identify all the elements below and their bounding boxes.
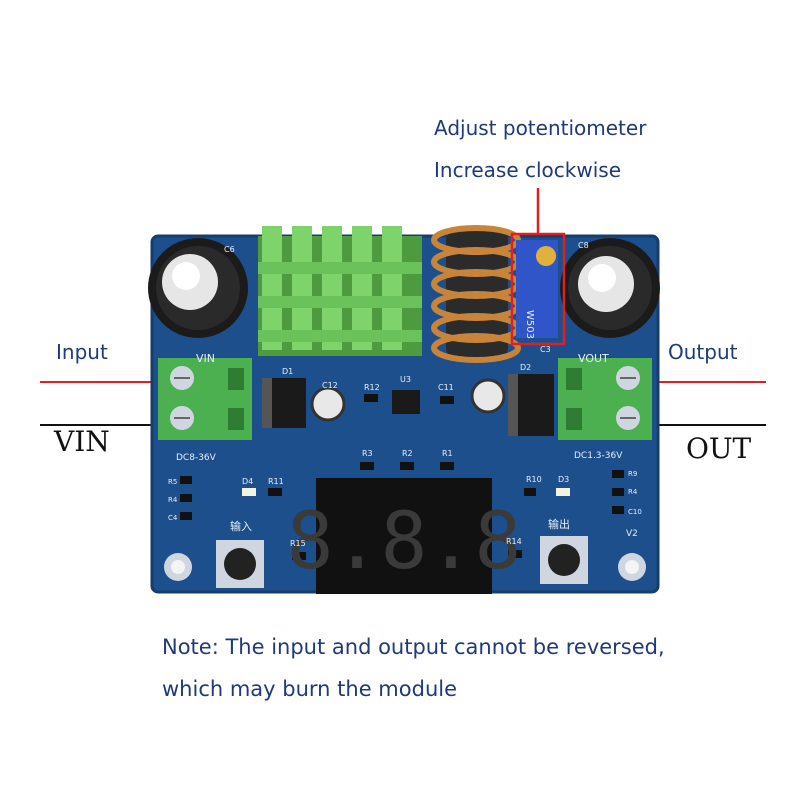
silk-c8: C8	[578, 241, 589, 250]
input-button	[216, 540, 264, 588]
silk-d1: D1	[282, 367, 293, 376]
silk-u3: U3	[400, 375, 411, 384]
silk-v2: V2	[626, 529, 638, 539]
regulator-u3	[392, 390, 420, 414]
output-button	[540, 536, 588, 584]
capacitor-c11	[470, 378, 506, 414]
heatsink	[258, 226, 422, 356]
silk-btn-in: 输入	[230, 519, 252, 533]
diode-d2	[508, 374, 554, 436]
silk-r14: R14	[506, 537, 522, 546]
increase-clockwise-label: Increase clockwise	[434, 158, 622, 182]
silk-c10: C10	[628, 508, 642, 516]
input-terminal	[158, 358, 252, 440]
output-label: Output	[668, 340, 738, 364]
silk-r10: R10	[526, 475, 542, 484]
capacitor-c8	[560, 238, 660, 338]
silk-r6: R4	[628, 488, 638, 496]
capacitor-c12	[310, 386, 346, 422]
smd-parts	[180, 394, 624, 560]
silk-r12: R12	[364, 383, 380, 392]
silk-c12: C12	[322, 381, 338, 390]
mounting-hole-bottom-right	[618, 553, 646, 581]
out-label: OUT	[686, 432, 752, 465]
vin-label: VIN	[54, 425, 110, 458]
silk-c4: C4	[168, 514, 178, 522]
silk-d3: D3	[558, 475, 569, 484]
silk-r9: R9	[628, 470, 637, 478]
silk-r1: R1	[442, 449, 453, 458]
silk-r15: R15	[290, 539, 306, 548]
potentiometer: W503	[516, 240, 558, 339]
silk-c6: C6	[224, 245, 235, 254]
silk-in-range: DC8-36V	[176, 453, 217, 463]
display-digits: 8.8.8	[287, 497, 522, 587]
pot-code-text: W503	[524, 310, 535, 339]
silk-r5: R5	[168, 478, 177, 486]
note-line-2: which may burn the module	[162, 677, 458, 701]
input-label: Input	[56, 340, 108, 364]
led-d4	[242, 488, 256, 496]
silk-c11: C11	[438, 383, 454, 392]
potentiometer-highlight	[510, 232, 566, 346]
silk-r11: R11	[268, 477, 284, 486]
diode-d1	[262, 378, 306, 428]
silk-d4: D4	[242, 477, 253, 486]
inductor-coil	[431, 225, 521, 363]
led-d3	[556, 488, 570, 496]
adjust-potentiometer-label: Adjust potentiometer	[434, 116, 647, 140]
silk-d2: D2	[520, 363, 531, 372]
silk-vin: VIN	[196, 352, 215, 365]
silk-out-range: DC1.3-36V	[574, 451, 623, 461]
seven-segment-display: 8.8.8	[287, 478, 522, 594]
mounting-hole-bottom-left	[164, 553, 192, 581]
silk-r4: R4	[168, 496, 178, 504]
silk-btn-out: 输出	[548, 517, 570, 531]
silk-vout: VOUT	[578, 352, 609, 365]
silk-c3: C3	[540, 345, 551, 354]
output-terminal	[558, 358, 652, 440]
capacitor-c6	[148, 238, 248, 338]
silk-r2: R2	[402, 449, 413, 458]
pcb-board	[152, 236, 658, 592]
silk-r3: R3	[362, 449, 373, 458]
note-line-1: Note: The input and output cannot be rev…	[162, 635, 665, 659]
